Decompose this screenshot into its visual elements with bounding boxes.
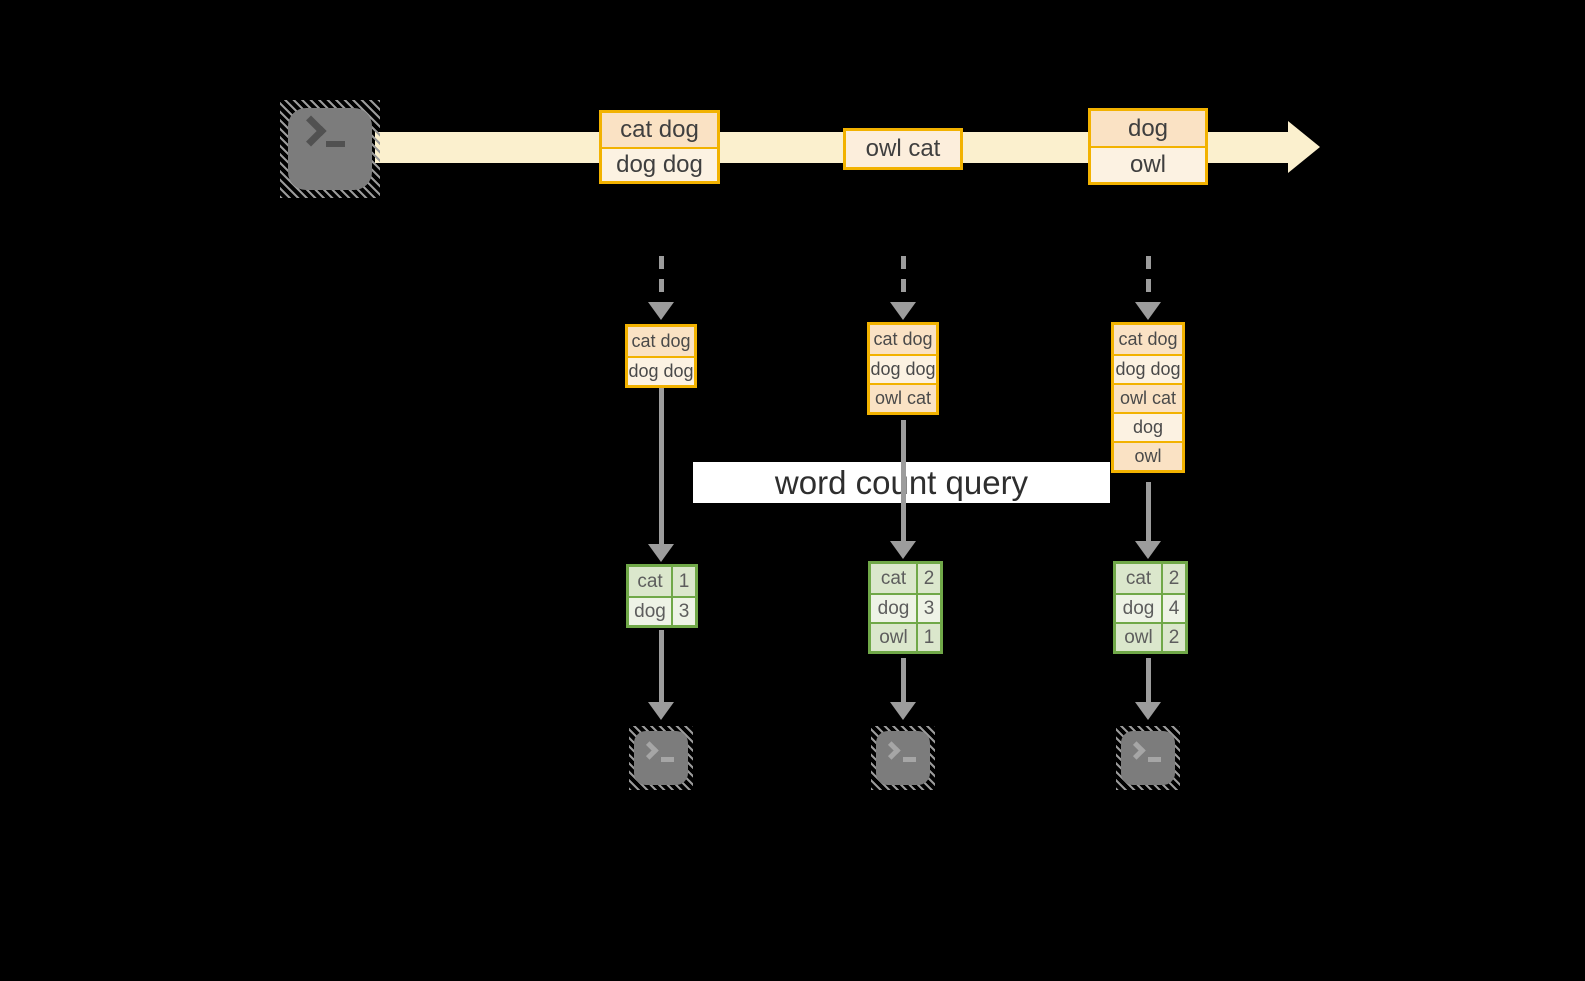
terminal-output-icon bbox=[1116, 726, 1180, 790]
result-row: dog 4 bbox=[1116, 593, 1185, 622]
prompt-underscore-icon bbox=[661, 757, 674, 762]
terminal-screen bbox=[634, 731, 688, 785]
prompt-chevron-icon bbox=[295, 115, 327, 147]
result-word: owl bbox=[871, 624, 916, 651]
result-word: dog bbox=[629, 598, 671, 625]
result-count: 4 bbox=[1161, 595, 1185, 622]
stream-record-3: dog owl bbox=[1088, 108, 1208, 185]
result-count: 2 bbox=[1161, 564, 1185, 593]
task-state-box-2: cat dog dog dog owl cat bbox=[867, 322, 939, 415]
ingest-arrow-head-icon bbox=[1135, 302, 1161, 320]
state-row: dog dog bbox=[870, 354, 936, 383]
prompt-chevron-icon bbox=[640, 741, 659, 760]
state-row: owl cat bbox=[870, 383, 936, 412]
query-arrow-line-2 bbox=[901, 420, 906, 541]
output-arrow-head-icon bbox=[648, 702, 674, 720]
ingest-arrow-head-icon bbox=[648, 302, 674, 320]
result-count: 3 bbox=[916, 595, 940, 622]
result-row: cat 2 bbox=[1116, 564, 1185, 593]
prompt-chevron-icon bbox=[1127, 741, 1146, 760]
terminal-output-icon bbox=[871, 726, 935, 790]
terminal-source-icon bbox=[280, 100, 380, 198]
result-word: cat bbox=[1116, 564, 1161, 593]
stream-record-1: cat dog dog dog bbox=[599, 110, 720, 184]
ingest-arrow-head-icon bbox=[890, 302, 916, 320]
terminal-screen bbox=[288, 108, 372, 190]
stream-record-2: owl cat bbox=[843, 128, 963, 170]
prompt-chevron-icon bbox=[882, 741, 901, 760]
query-arrow-line-3 bbox=[1146, 482, 1151, 541]
result-row: cat 2 bbox=[871, 564, 940, 593]
query-arrow-line-1 bbox=[659, 387, 664, 544]
state-row: owl bbox=[1114, 441, 1182, 470]
result-count: 2 bbox=[1161, 624, 1185, 651]
state-row: owl cat bbox=[1114, 383, 1182, 412]
result-row: dog 3 bbox=[629, 596, 695, 625]
query-arrow-head-icon bbox=[648, 544, 674, 562]
output-arrow-head-icon bbox=[1135, 702, 1161, 720]
result-row: dog 3 bbox=[871, 593, 940, 622]
output-arrow-line-3 bbox=[1146, 658, 1151, 702]
stream-record-line: dog dog bbox=[602, 147, 717, 181]
result-word: cat bbox=[871, 564, 916, 593]
terminal-output-icon bbox=[629, 726, 693, 790]
result-count: 1 bbox=[916, 624, 940, 651]
ingest-arrow-line-2 bbox=[901, 256, 906, 302]
state-row: dog dog bbox=[628, 356, 694, 385]
ingest-arrow-line-3 bbox=[1146, 256, 1151, 302]
stream-record-line: owl cat bbox=[846, 131, 960, 167]
query-arrow-head-icon bbox=[1135, 541, 1161, 559]
result-count: 1 bbox=[671, 567, 695, 596]
result-word: owl bbox=[1116, 624, 1161, 651]
task-state-box-3: cat dog dog dog owl cat dog owl bbox=[1111, 322, 1185, 473]
terminal-screen bbox=[1121, 731, 1175, 785]
task-state-box-1: cat dog dog dog bbox=[625, 324, 697, 388]
stream-record-line: owl bbox=[1091, 146, 1205, 182]
query-arrow-head-icon bbox=[890, 541, 916, 559]
result-row: cat 1 bbox=[629, 567, 695, 596]
result-count: 2 bbox=[916, 564, 940, 593]
ingest-arrow-line-1 bbox=[659, 256, 664, 302]
state-row: dog bbox=[1114, 412, 1182, 441]
result-table-2: cat 2 dog 3 owl 1 bbox=[868, 561, 943, 654]
stream-record-line: dog bbox=[1091, 111, 1205, 146]
result-table-1: cat 1 dog 3 bbox=[626, 564, 698, 628]
prompt-underscore-icon bbox=[903, 757, 916, 762]
result-row: owl 1 bbox=[871, 622, 940, 651]
result-word: dog bbox=[1116, 595, 1161, 622]
input-stream-arrowhead-icon bbox=[1288, 121, 1320, 173]
state-row: cat dog bbox=[870, 325, 936, 354]
prompt-underscore-icon bbox=[326, 141, 345, 147]
output-arrow-line-1 bbox=[659, 630, 664, 702]
state-row: cat dog bbox=[628, 327, 694, 356]
result-table-3: cat 2 dog 4 owl 2 bbox=[1113, 561, 1188, 654]
prompt-underscore-icon bbox=[1148, 757, 1161, 762]
output-arrow-head-icon bbox=[890, 702, 916, 720]
output-arrow-line-2 bbox=[901, 658, 906, 702]
state-row: cat dog bbox=[1114, 325, 1182, 354]
result-word: cat bbox=[629, 567, 671, 596]
state-row: dog dog bbox=[1114, 354, 1182, 383]
result-row: owl 2 bbox=[1116, 622, 1185, 651]
result-count: 3 bbox=[671, 598, 695, 625]
terminal-screen bbox=[876, 731, 930, 785]
stream-record-line: cat dog bbox=[602, 113, 717, 147]
result-word: dog bbox=[871, 595, 916, 622]
